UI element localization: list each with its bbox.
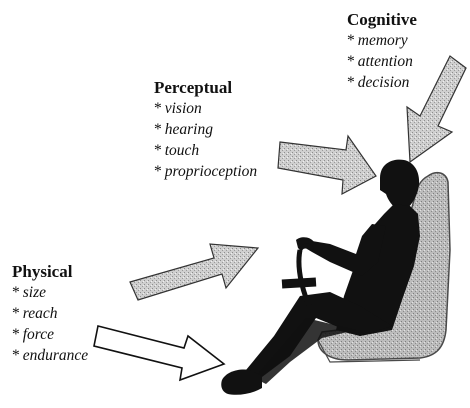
perceptual-item: *touch — [154, 140, 257, 161]
endurance-arrow — [93, 325, 226, 382]
perceptual-item-text: hearing — [164, 121, 213, 138]
perceptual-item-text: vision — [164, 100, 202, 117]
physical-item: *force — [12, 324, 88, 345]
physical-item: *endurance — [12, 345, 88, 366]
physical-item: *reach — [12, 303, 88, 324]
bullet-star: * — [347, 53, 355, 70]
perceptual-item: *proprioception — [154, 161, 257, 182]
perceptual-item: *hearing — [154, 119, 257, 140]
cognitive-label-group: Cognitive *memory *attention *decision — [347, 10, 417, 93]
bullet-star: * — [12, 284, 20, 301]
cognitive-item-text: attention — [357, 53, 413, 70]
perceptual-arrow — [277, 134, 377, 196]
physical-item-text: reach — [22, 305, 58, 322]
cognitive-item-text: memory — [357, 32, 408, 49]
cognitive-title: Cognitive — [347, 10, 417, 29]
physical-arrow — [129, 243, 260, 301]
physical-title: Physical — [12, 262, 73, 281]
physical-item-text: force — [22, 326, 55, 343]
bullet-star: * — [347, 74, 355, 91]
bullet-star: * — [12, 305, 20, 322]
cognitive-item: *decision — [347, 72, 417, 93]
perceptual-title: Perceptual — [154, 78, 233, 97]
bullet-star: * — [154, 163, 162, 180]
bullet-star: * — [154, 121, 162, 138]
driver-silhouette — [221, 159, 420, 395]
cognitive-item: *attention — [347, 51, 417, 72]
cognitive-item-text: decision — [357, 74, 410, 91]
physical-item-text: size — [22, 284, 46, 301]
physical-label-group: Physical *size *reach *force *endurance — [12, 262, 88, 366]
perceptual-item-text: proprioception — [164, 163, 258, 180]
physical-item-text: endurance — [22, 347, 89, 364]
bullet-star: * — [12, 326, 20, 343]
perceptual-item-text: touch — [164, 142, 200, 159]
cognitive-arrow — [406, 55, 467, 164]
bullet-star: * — [154, 100, 162, 117]
physical-item: *size — [12, 282, 88, 303]
bullet-star: * — [12, 347, 20, 364]
steering-wheel — [281, 243, 317, 314]
bullet-star: * — [154, 142, 162, 159]
cognitive-item: *memory — [347, 30, 417, 51]
perceptual-item: *vision — [154, 98, 257, 119]
bullet-star: * — [347, 32, 355, 49]
perceptual-label-group: Perceptual *vision *hearing *touch *prop… — [154, 78, 257, 182]
